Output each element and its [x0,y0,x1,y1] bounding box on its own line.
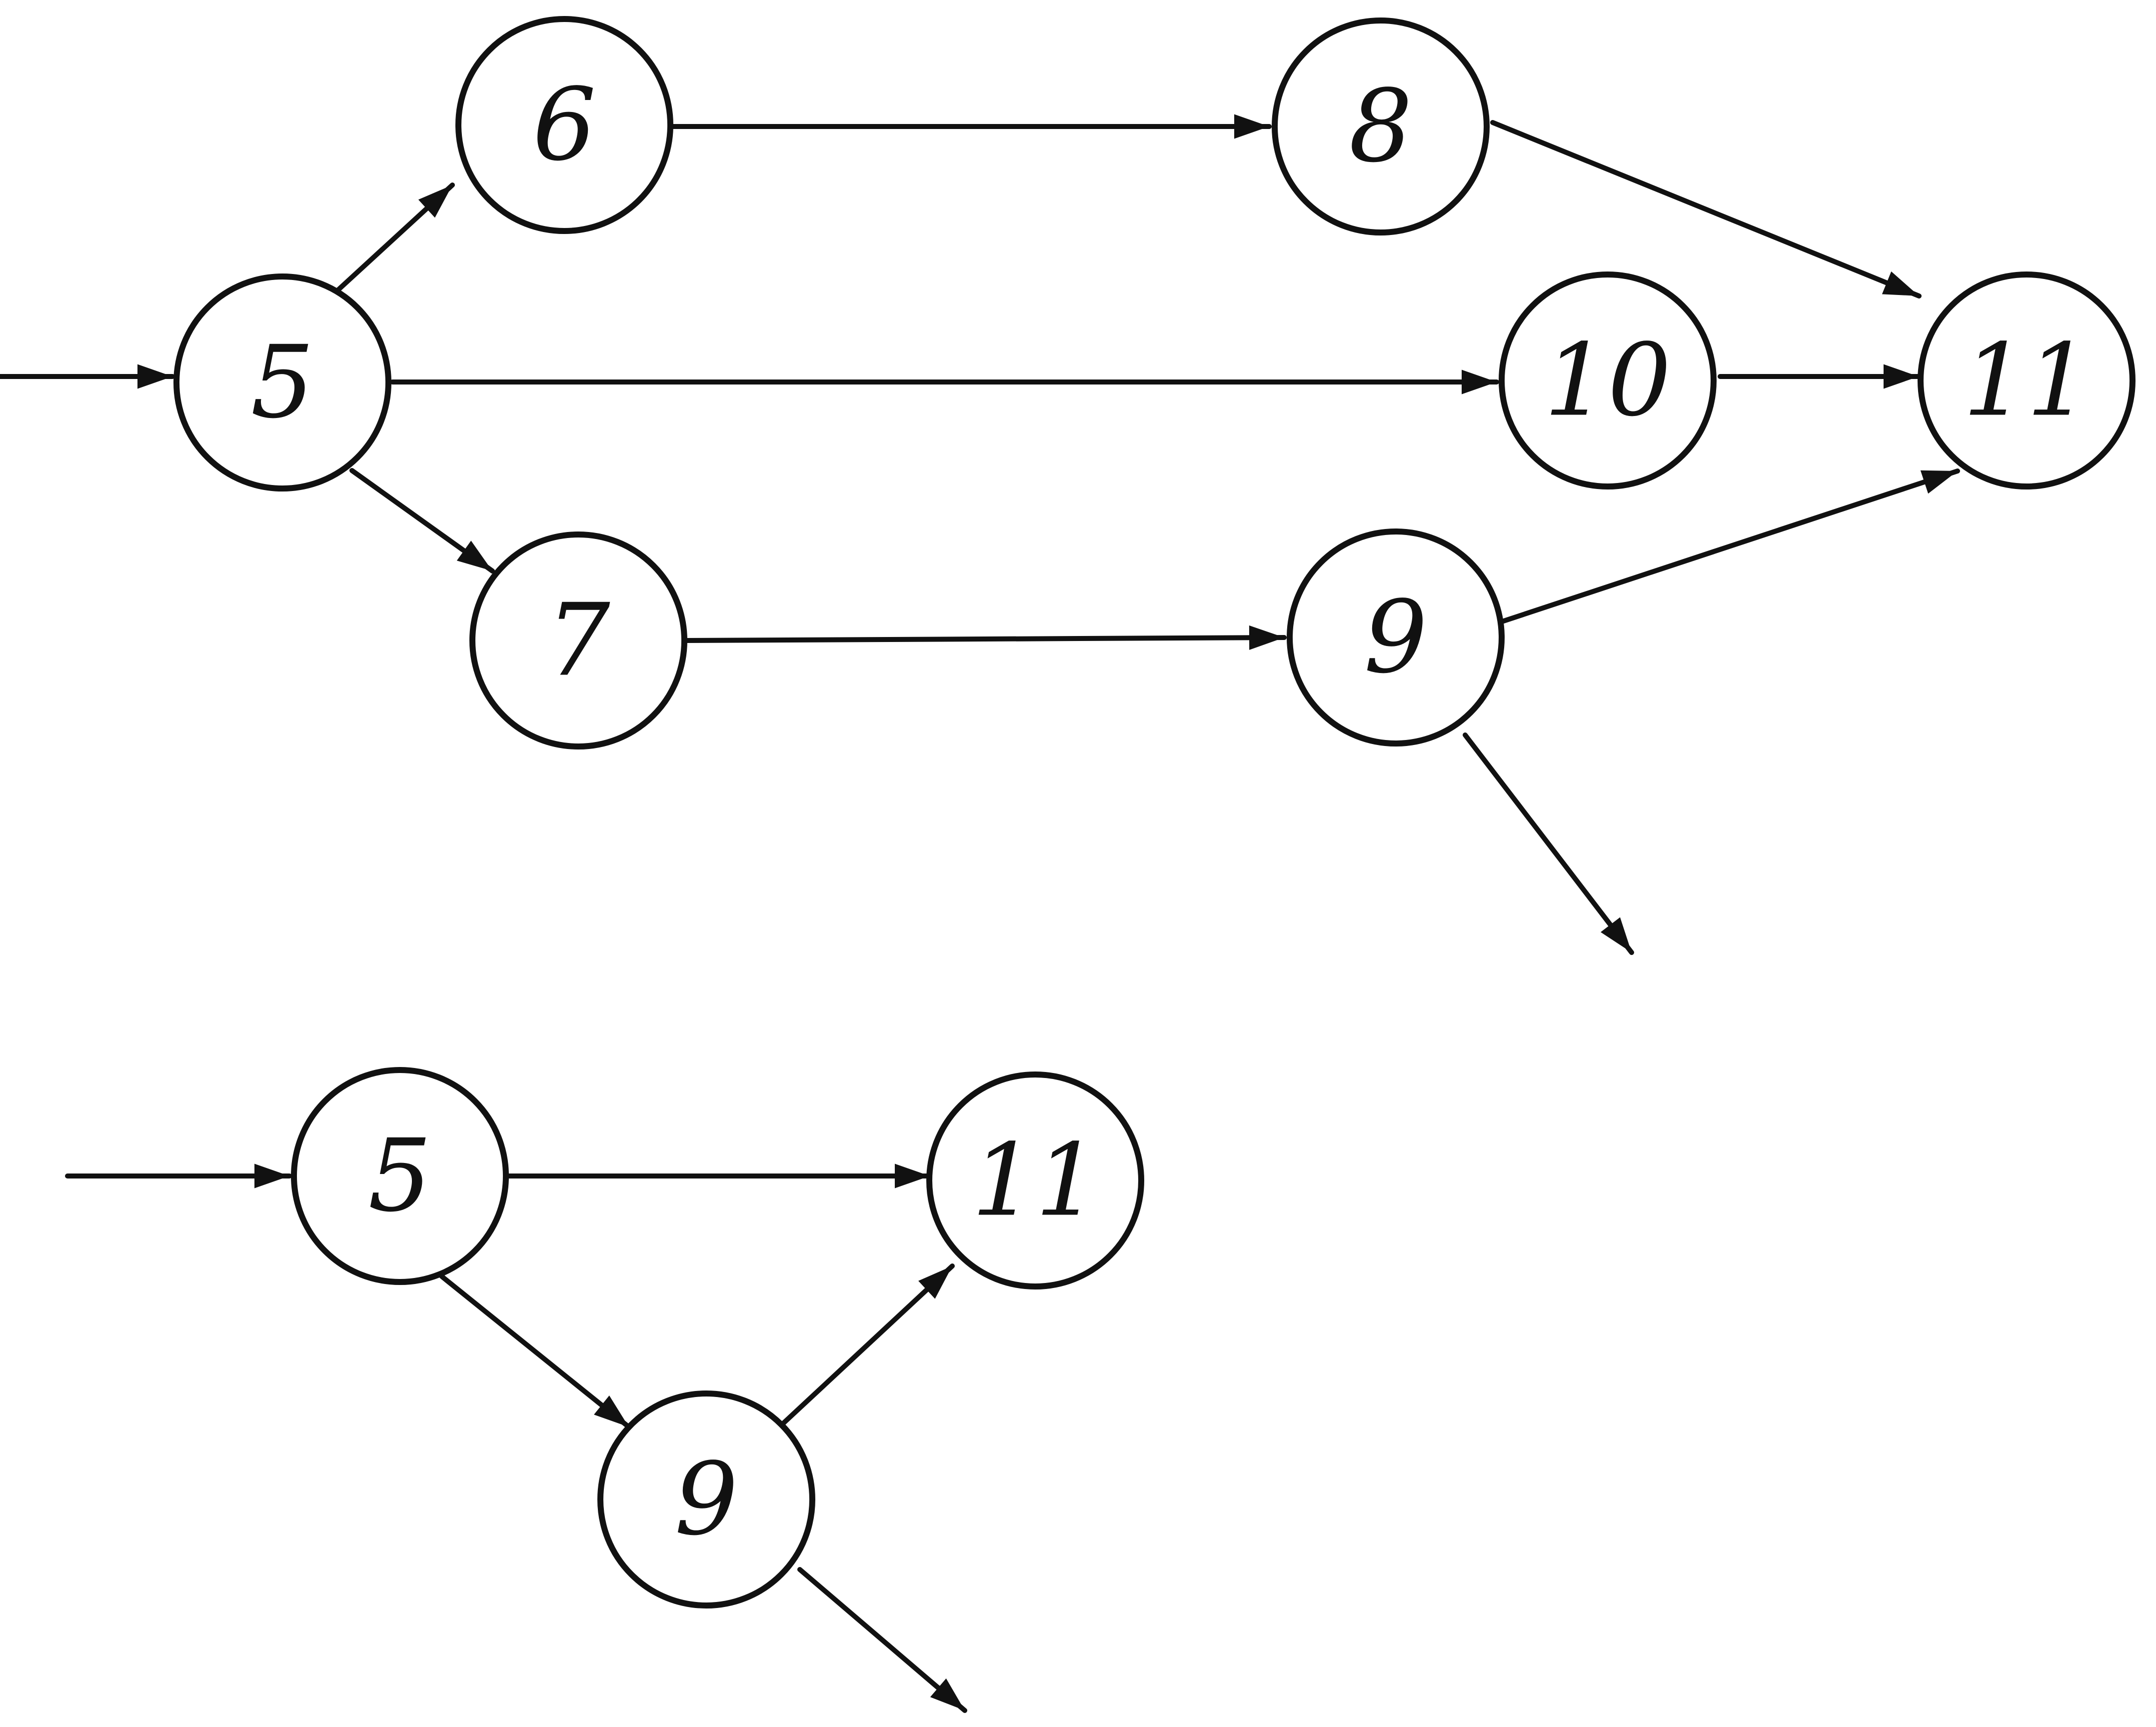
node-bottom-9: 9 [597,1390,815,1608]
node-top-8: 8 [1272,18,1490,236]
edge-top-5-to-7 [349,468,495,574]
node-top-10-circle [1499,272,1717,490]
edge-bottom-9-to-11 [777,1264,955,1429]
edge-top-9-to-11 [1500,468,1960,624]
node-top-9: 9 [1287,528,1505,746]
node-top-9-label: 9 [1364,580,1427,696]
node-top-11: 11 [1918,272,2136,490]
edge-top-9-to-output [1463,732,1634,955]
node-top-7-label: 7 [546,582,610,699]
node-top-6: 6 [455,16,673,234]
top-graph: 5 6 7 8 9 10 11 [0,16,2136,955]
node-top-5: 5 [173,274,391,492]
node-bottom-5-label: 5 [368,1118,431,1234]
edge-top-8-to-11 [1490,120,1922,298]
node-bottom-5-circle [291,1067,509,1285]
node-top-8-label: 8 [1349,68,1412,185]
node-top-10-label: 10 [1544,322,1672,439]
node-top-11-circle [1918,272,2136,490]
node-bottom-11-circle [926,1072,1144,1290]
node-top-9-circle [1287,528,1505,746]
edge-top-5-to-6 [334,182,455,294]
node-top-10: 10 [1499,272,1717,490]
node-top-5-label: 5 [250,324,314,441]
node-top-6-circle [455,16,673,234]
bottom-graph-edges [65,1164,967,1713]
node-bottom-11: 11 [926,1072,1144,1290]
node-bottom-11-label: 11 [972,1122,1099,1239]
edge-top-7-to-9 [683,625,1287,650]
node-top-11-label: 11 [1963,322,2091,439]
node-top-6-label: 6 [532,67,596,184]
node-bottom-9-circle [597,1390,815,1608]
node-bottom-9-label: 9 [674,1442,738,1558]
node-top-7-circle [469,532,687,750]
edge-bottom-9-to-output [797,1567,967,1713]
node-bottom-5: 5 [291,1067,509,1285]
top-graph-edges [0,114,1960,955]
bottom-graph: 5 9 11 [65,1067,1144,1713]
node-top-5-circle [173,274,391,492]
edge-bottom-5-to-9 [439,1274,631,1430]
node-top-7: 7 [469,532,687,750]
node-top-8-circle [1272,18,1490,236]
